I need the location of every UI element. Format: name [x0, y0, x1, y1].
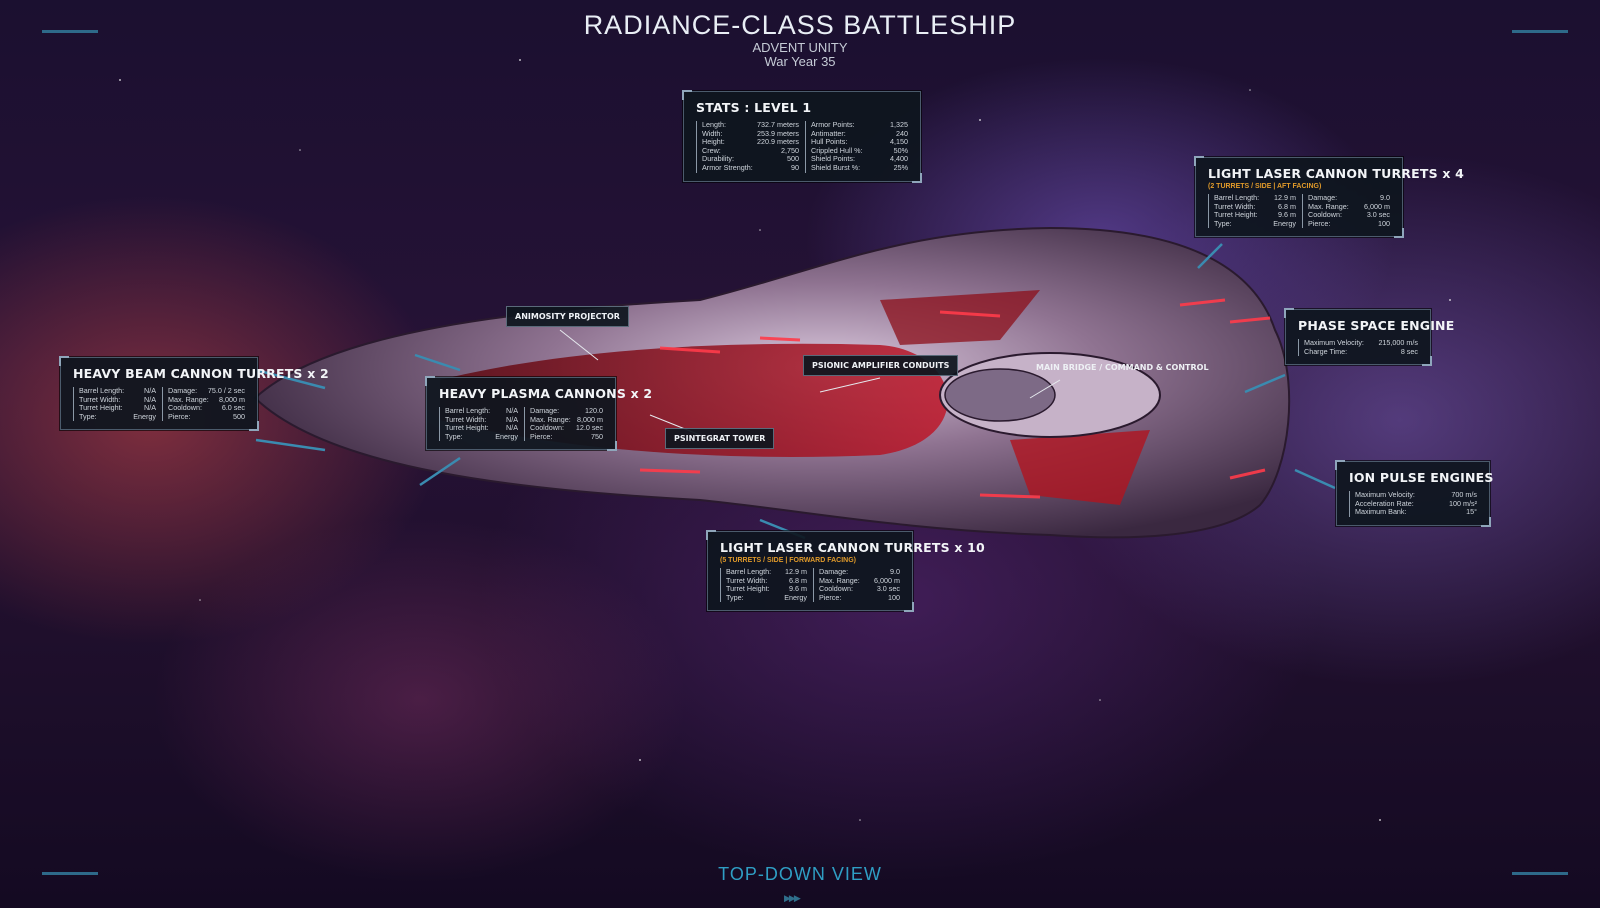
stat-row: Height:220.9 meters [702, 137, 799, 147]
stat-row: Pierce:750 [530, 431, 603, 441]
light-laser-aft-panel: LIGHT LASER CANNON TURRETS x 4 (2 TURRET… [1194, 155, 1465, 239]
page-title: RADIANCE-CLASS BATTLESHIP [583, 10, 1017, 40]
animosity-projector-tag: ANIMOSITY PROJECTOR [506, 306, 629, 327]
hud-corner-top-right [1512, 30, 1568, 43]
heavy-plasma-right-column: Damage:120.0 Max. Range:8,000 m Cooldown… [524, 406, 603, 442]
stat-row: Turret Height:9.6 m [726, 584, 807, 594]
stat-row: Pierce:500 [168, 411, 245, 421]
stat-row: Maximum Velocity:215,000 m/s [1304, 338, 1418, 347]
stat-row: Length:732.7 meters [702, 120, 799, 129]
stat-row: Cooldown:12.0 sec [530, 423, 603, 433]
psionic-conduits-tag: PSIONIC AMPLIFIER CONDUITS [803, 355, 959, 376]
hull-red-plate-aft [1010, 430, 1150, 505]
stat-row: Acceleration Rate:100 m/s² [1355, 498, 1477, 508]
stat-row: Max. Range:6,000 m [819, 575, 900, 585]
stat-row: Armor Points:1,325 [811, 120, 908, 129]
stat-row: Max. Range:8,000 m [530, 414, 603, 424]
main-bridge-tag: MAIN BRIDGE / COMMAND & CONTROL [1036, 363, 1209, 372]
view-mode-label[interactable]: TOP-DOWN VIEW [718, 864, 882, 884]
ion-engines-title: ION PULSE ENGINES [1349, 470, 1494, 485]
faction-label: ADVENT UNITY [752, 40, 848, 55]
stat-row: Turret Width:N/A [445, 414, 518, 424]
stat-row: Crippled Hull %:50% [811, 145, 908, 155]
stat-row: Armor Strength:90 [702, 162, 799, 172]
hud-corner-bottom-right [1512, 872, 1568, 885]
light-laser-aft-left-column: Barrel Length:12.9 m Turret Width:6.8 m … [1208, 193, 1296, 229]
light-laser-aft-note: (2 TURRETS / SIDE | AFT FACING) [1208, 183, 1322, 190]
heavy-beam-panel: HEAVY BEAM CANNON TURRETS x 2 Barrel Len… [59, 355, 329, 432]
stat-row: Type:Energy [726, 592, 807, 602]
stat-row: Damage:120.0 [530, 406, 603, 415]
hud-corner-bottom-left [42, 872, 98, 885]
stat-row: Type:Energy [445, 431, 518, 441]
stat-row: Maximum Bank:15° [1355, 507, 1477, 517]
stat-row: Cooldown:3.0 sec [819, 584, 900, 594]
stat-row: Pierce:100 [819, 592, 900, 602]
ion-engines-column: Maximum Velocity:700 m/s Acceleration Ra… [1349, 490, 1477, 517]
light-laser-aft-right-column: Damage:9.0 Max. Range:6,000 m Cooldown:3… [1302, 193, 1390, 229]
hull-red-plate-upper [880, 290, 1040, 345]
stat-row: Type:Energy [1214, 218, 1296, 228]
ion-engines-panel: ION PULSE ENGINES Maximum Velocity:700 m… [1335, 460, 1494, 527]
stats-right-column: Armor Points:1,325 Antimatter:240 Hull P… [805, 120, 908, 173]
light-laser-fwd-right-column: Damage:9.0 Max. Range:6,000 m Cooldown:3… [813, 567, 900, 603]
stat-row: Charge Time:8 sec [1304, 346, 1418, 356]
stat-row: Barrel Length:12.9 m [1214, 193, 1296, 202]
stat-row: Turret Height:N/A [79, 403, 156, 413]
heavy-beam-left-column: Barrel Length:N/A Turret Width:N/A Turre… [73, 386, 156, 422]
era-label: War Year 35 [764, 54, 836, 69]
stat-row: Damage:9.0 [1308, 193, 1390, 202]
heavy-plasma-panel: HEAVY PLASMA CANNONS x 2 Barrel Length:N… [425, 375, 653, 452]
stat-row: Turret Width:N/A [79, 394, 156, 404]
stat-row: Damage:75.0 / 2 sec [168, 386, 245, 395]
light-laser-fwd-left-column: Barrel Length:12.9 m Turret Width:6.8 m … [720, 567, 807, 603]
stat-row: Cooldown:6.0 sec [168, 403, 245, 413]
heavy-beam-title: HEAVY BEAM CANNON TURRETS x 2 [73, 366, 329, 381]
stat-row: Turret Width:6.8 m [726, 575, 807, 585]
stats-panel: STATS : LEVEL 1 Length:732.7 meters Widt… [682, 90, 922, 183]
stat-row: Width:253.9 meters [702, 128, 799, 138]
stars [119, 59, 1451, 821]
phase-engine-column: Maximum Velocity:215,000 m/s Charge Time… [1298, 338, 1418, 357]
stat-row: Barrel Length:N/A [79, 386, 156, 395]
stat-row: Turret Height:N/A [445, 423, 518, 433]
stat-row: Barrel Length:N/A [445, 406, 518, 415]
stat-row: Turret Width:6.8 m [1214, 201, 1296, 211]
phase-engine-panel: PHASE SPACE ENGINE Maximum Velocity:215,… [1284, 307, 1455, 367]
chevron-icons: ▶▶▶ [784, 893, 801, 903]
stat-row: Turret Height:9.6 m [1214, 210, 1296, 220]
light-laser-fwd-title: LIGHT LASER CANNON TURRETS x 10 [720, 540, 985, 555]
stat-row: Antimatter:240 [811, 128, 908, 138]
stat-row: Shield Points:4,400 [811, 154, 908, 164]
hull-glow-strips [639, 298, 1271, 499]
heavy-beam-right-column: Damage:75.0 / 2 sec Max. Range:8,000 m C… [162, 386, 245, 422]
stats-left-column: Length:732.7 meters Width:253.9 meters H… [696, 120, 799, 173]
stat-row: Durability:500 [702, 154, 799, 164]
stat-row: Crew:2,750 [702, 145, 799, 155]
hud-corner-top-left [42, 30, 98, 43]
stat-row: Max. Range:8,000 m [168, 394, 245, 404]
stats-panel-title: STATS : LEVEL 1 [696, 100, 812, 115]
stat-row: Pierce:100 [1308, 218, 1390, 228]
light-laser-fwd-note: (5 TURRETS / SIDE | FORWARD FACING) [720, 557, 857, 564]
stat-row: Maximum Velocity:700 m/s [1355, 490, 1477, 499]
light-laser-aft-title: LIGHT LASER CANNON TURRETS x 4 [1208, 166, 1465, 181]
stat-row: Hull Points:4,150 [811, 137, 908, 147]
stat-row: Barrel Length:12.9 m [726, 567, 807, 576]
stat-row: Cooldown:3.0 sec [1308, 210, 1390, 220]
stat-row: Shield Burst %:25% [811, 162, 908, 172]
header: RADIANCE-CLASS BATTLESHIP ADVENT UNITY W… [0, 10, 1600, 69]
heavy-plasma-title: HEAVY PLASMA CANNONS x 2 [439, 386, 653, 401]
heavy-plasma-left-column: Barrel Length:N/A Turret Width:N/A Turre… [439, 406, 518, 442]
stat-row: Max. Range:6,000 m [1308, 201, 1390, 211]
phase-engine-title: PHASE SPACE ENGINE [1298, 318, 1455, 333]
stat-row: Damage:9.0 [819, 567, 900, 576]
callout-lines [255, 243, 1336, 540]
psintegrat-tower-tag: PSINTEGRAT TOWER [665, 428, 775, 449]
bridge-window [944, 368, 1056, 422]
light-laser-fwd-panel: LIGHT LASER CANNON TURRETS x 10 (5 TURRE… [706, 529, 985, 613]
stat-row: Type:Energy [79, 411, 156, 421]
